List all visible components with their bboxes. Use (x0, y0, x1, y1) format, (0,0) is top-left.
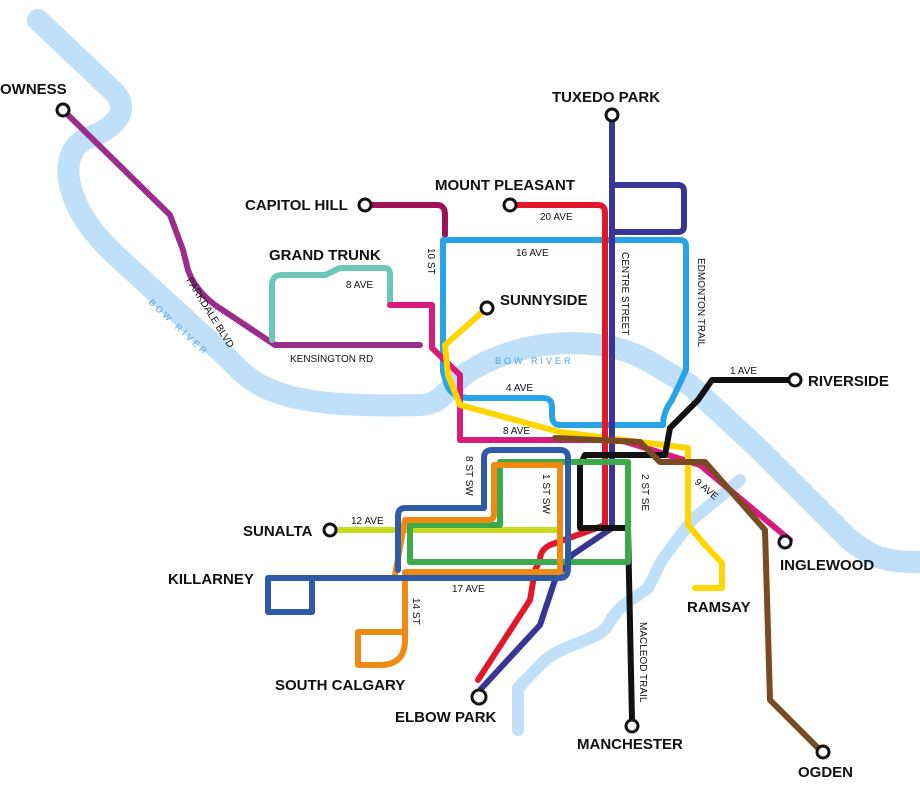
street-12-ave: 12 AVE (351, 516, 384, 527)
route-sky-blue (440, 237, 689, 428)
street-1-ave: 1 AVE (730, 366, 757, 377)
street-edmonton-trail: EDMONTON TRAIL (695, 258, 706, 348)
street-20-ave: 20 AVE (540, 212, 573, 223)
station-label-bowness: OWNESS (0, 81, 67, 98)
stop-sunalta (322, 522, 338, 538)
street-17-ave: 17 AVE (452, 584, 485, 595)
route-brown (552, 435, 825, 755)
station-label-capitol-hill: CAPITOL HILL (245, 197, 348, 214)
stop-ogden (815, 744, 831, 760)
station-label-riverside: RIVERSIDE (808, 373, 889, 390)
station-label-south-calgary: SOUTH CALGARY (275, 677, 405, 694)
station-label-sunalta: SUNALTA (243, 523, 313, 540)
route-green (407, 459, 631, 565)
stop-riverside (787, 372, 803, 388)
station-label-killarney: KILLARNEY (168, 571, 254, 588)
street-8-ave-north: 8 AVE (346, 280, 373, 291)
rivers (27, 9, 920, 736)
route-teal (269, 265, 393, 343)
elbow-river (512, 474, 746, 736)
street-8-ave: 8 AVE (503, 426, 530, 437)
stop-tuxedo-park (604, 107, 620, 123)
station-label-ogden: OGDEN (798, 764, 853, 781)
station-labels: OWNESS CAPITOL HILL GRAND TRUNK MOUNT PL… (0, 81, 889, 781)
stop-inglewood (777, 534, 793, 550)
route-orange (355, 462, 563, 668)
stop-capitol-hill (357, 197, 373, 213)
station-label-elbow-park: ELBOW PARK (395, 709, 497, 726)
stops (55, 102, 831, 760)
route-blue (265, 447, 571, 615)
stop-manchester (624, 718, 640, 734)
route-purple (60, 107, 423, 348)
station-label-mount-pleasant: MOUNT PLEASANT (435, 177, 575, 194)
street-14-st: 14 ST (410, 598, 421, 625)
street-1-st-sw: 1 ST SW (540, 474, 551, 514)
street-2-st-se: 2 ST SE (639, 474, 650, 511)
street-4-ave: 4 AVE (506, 383, 533, 394)
route-black (577, 377, 798, 723)
station-label-grand-trunk: GRAND TRUNK (269, 247, 381, 264)
street-centre-street: CENTRE STREET (619, 252, 630, 335)
street-16-ave: 16 AVE (516, 248, 549, 259)
station-label-tuxedo-park: TUXEDO PARK (552, 89, 660, 106)
street-8-st-sw: 8 ST SW (463, 456, 474, 496)
station-label-ramsay: RAMSAY (687, 599, 751, 616)
stop-elbow-park (470, 688, 488, 706)
bow-river (27, 9, 920, 573)
stop-mount-pleasant (502, 197, 518, 213)
station-label-manchester: MANCHESTER (577, 736, 683, 753)
street-macleod-trail: MACLEOD TRAIL (637, 622, 648, 703)
stop-sunnyside (479, 300, 495, 316)
route-maroon (362, 202, 448, 238)
river-label-east: BOW RIVER (495, 356, 574, 366)
station-label-sunnyside: SUNNYSIDE (500, 292, 588, 309)
routes (60, 107, 825, 755)
station-label-inglewood: INGLEWOOD (780, 557, 874, 574)
street-10-st: 10 ST (425, 248, 436, 275)
street-kensington-rd: KENSINGTON RD (290, 354, 373, 365)
stop-bowness (55, 102, 71, 118)
